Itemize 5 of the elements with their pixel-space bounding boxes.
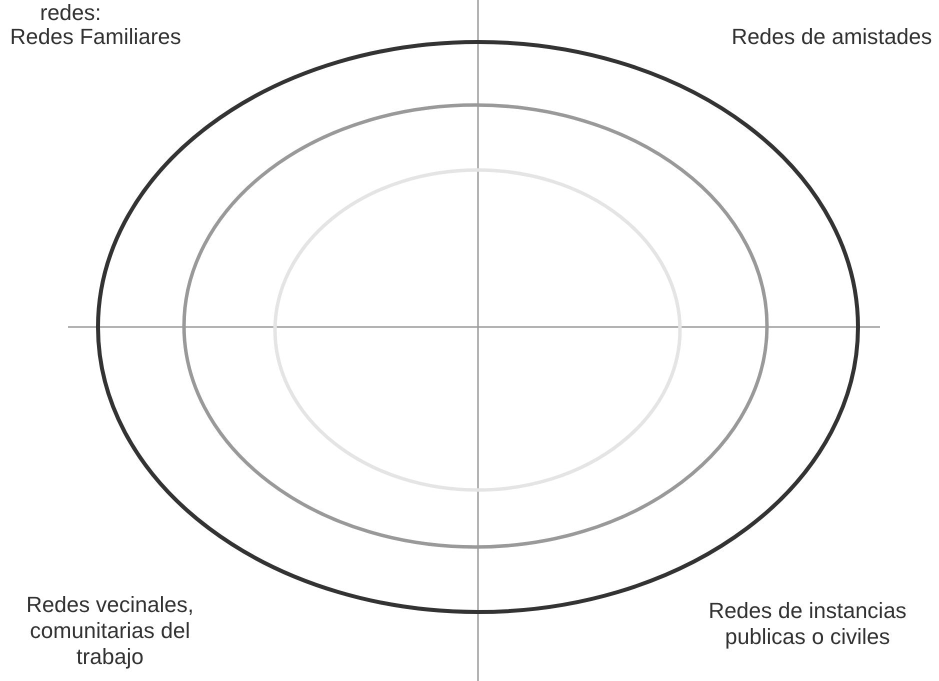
quadrant-label: Redes de amistades bbox=[730, 24, 932, 50]
quadrant-label: Redes Familiares bbox=[10, 24, 182, 50]
heading-text: redes: bbox=[40, 0, 102, 26]
quadrant-label: Redes vecinales, comunitarias del trabajo bbox=[25, 592, 195, 670]
quadrant-label: Redes de instancias publicas o civiles bbox=[707, 598, 908, 650]
